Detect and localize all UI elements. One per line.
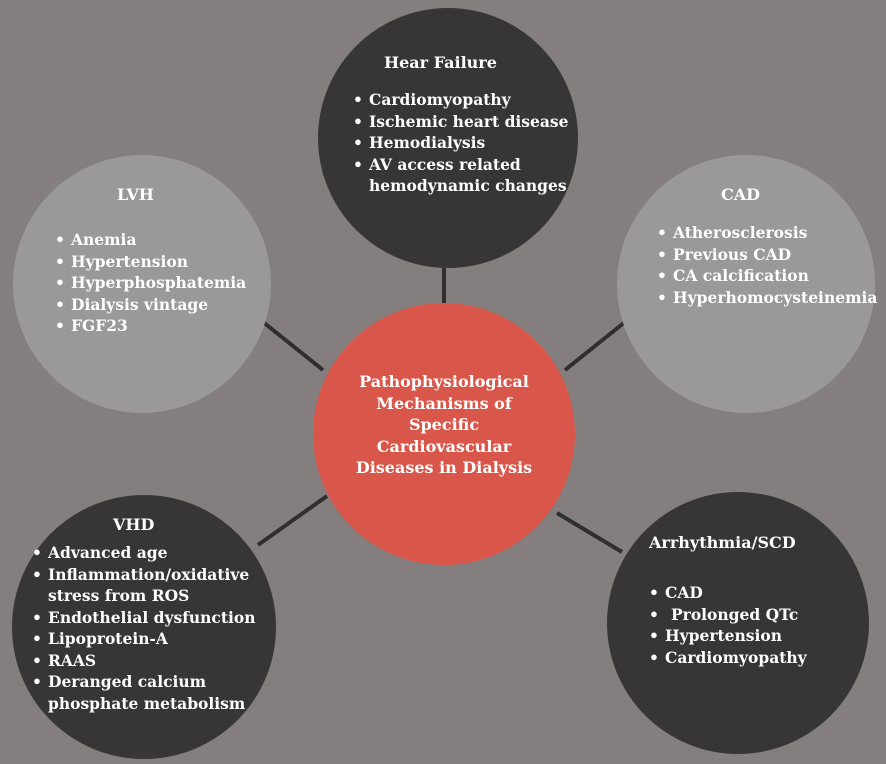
list-item-continuation: hemodynamic changes: [369, 176, 567, 195]
list-item: AV access related: [353, 154, 569, 176]
list-item: Hyperphosphatemia: [55, 272, 246, 294]
list-item: Atherosclerosis: [657, 222, 877, 244]
node-vhd: VHD Advanced age Inflammation/oxidative …: [12, 495, 276, 759]
node-title-arrhythmia: Arrhythmia/SCD: [649, 533, 796, 552]
list-item-continuation: phosphate metabolism: [48, 693, 246, 713]
node-title-heart-failure: Hear Failure: [384, 53, 497, 72]
node-title-lvh: LVH: [117, 185, 154, 204]
list-item: Cardiomyopathy: [649, 647, 807, 669]
node-list-cad: Atherosclerosis Previous CAD CA calcific…: [657, 222, 877, 308]
list-item: Anemia: [55, 229, 246, 251]
node-list-lvh: Anemia Hypertension Hyperphosphatemia Di…: [55, 229, 246, 337]
center-title: Pathophysiological Mechanisms of Specifi…: [333, 371, 555, 479]
list-item: Lipoprotein-A: [32, 628, 256, 650]
list-item: Previous CAD: [657, 244, 877, 266]
list-item: Inflammation/oxidative: [32, 564, 256, 586]
list-item-continuation: stress from ROS: [48, 586, 190, 605]
node-lvh: LVH Anemia Hypertension Hyperphosphatemi…: [13, 155, 271, 413]
node-heart-failure: Hear Failure Cardiomyopathy Ischemic hea…: [318, 8, 578, 268]
center-title-line: Cardiovascular: [376, 436, 512, 456]
list-item: Ischemic heart disease: [353, 111, 569, 133]
list-item: Prolonged QTc: [649, 604, 807, 626]
center-title-line: Mechanisms of: [376, 393, 512, 413]
center-title-line: Pathophysiological: [359, 372, 529, 391]
node-center: Pathophysiological Mechanisms of Specifi…: [313, 303, 575, 565]
connector-lvh: [256, 316, 325, 372]
node-arrhythmia: Arrhythmia/SCD CAD Prolonged QTc Hyperte…: [607, 492, 869, 754]
list-item: RAAS: [32, 650, 256, 672]
node-list-arrhythmia: CAD Prolonged QTc Hypertension Cardiomyo…: [649, 582, 807, 668]
list-item: Endothelial dysfunction: [32, 607, 256, 629]
list-item: Hyperhomocysteinemia: [657, 287, 877, 309]
list-item: Hemodialysis: [353, 132, 569, 154]
list-item: Hypertension: [55, 251, 246, 273]
node-cad: CAD Atherosclerosis Previous CAD CA calc…: [617, 155, 877, 413]
list-item: Advanced age: [32, 542, 256, 564]
connector-cad: [563, 316, 632, 372]
connector-arrhythmia: [555, 511, 624, 554]
list-item: Deranged calcium: [32, 671, 256, 693]
list-item: Cardiomyopathy: [353, 89, 569, 111]
node-title-cad: CAD: [721, 185, 761, 204]
list-item: CA calcification: [657, 265, 877, 287]
connector-vhd: [256, 494, 329, 547]
list-item: Hypertension: [649, 625, 807, 647]
center-title-line: Diseases in Dialysis: [355, 458, 533, 477]
center-title-line: Specific: [408, 415, 480, 434]
list-item: CAD: [649, 582, 807, 604]
list-item: FGF23: [55, 315, 246, 337]
node-list-vhd: Advanced age Inflammation/oxidative stre…: [32, 542, 256, 714]
list-item: Dialysis vintage: [55, 294, 246, 316]
node-title-vhd: VHD: [113, 515, 155, 534]
node-list-heart-failure: Cardiomyopathy Ischemic heart disease He…: [353, 89, 569, 197]
